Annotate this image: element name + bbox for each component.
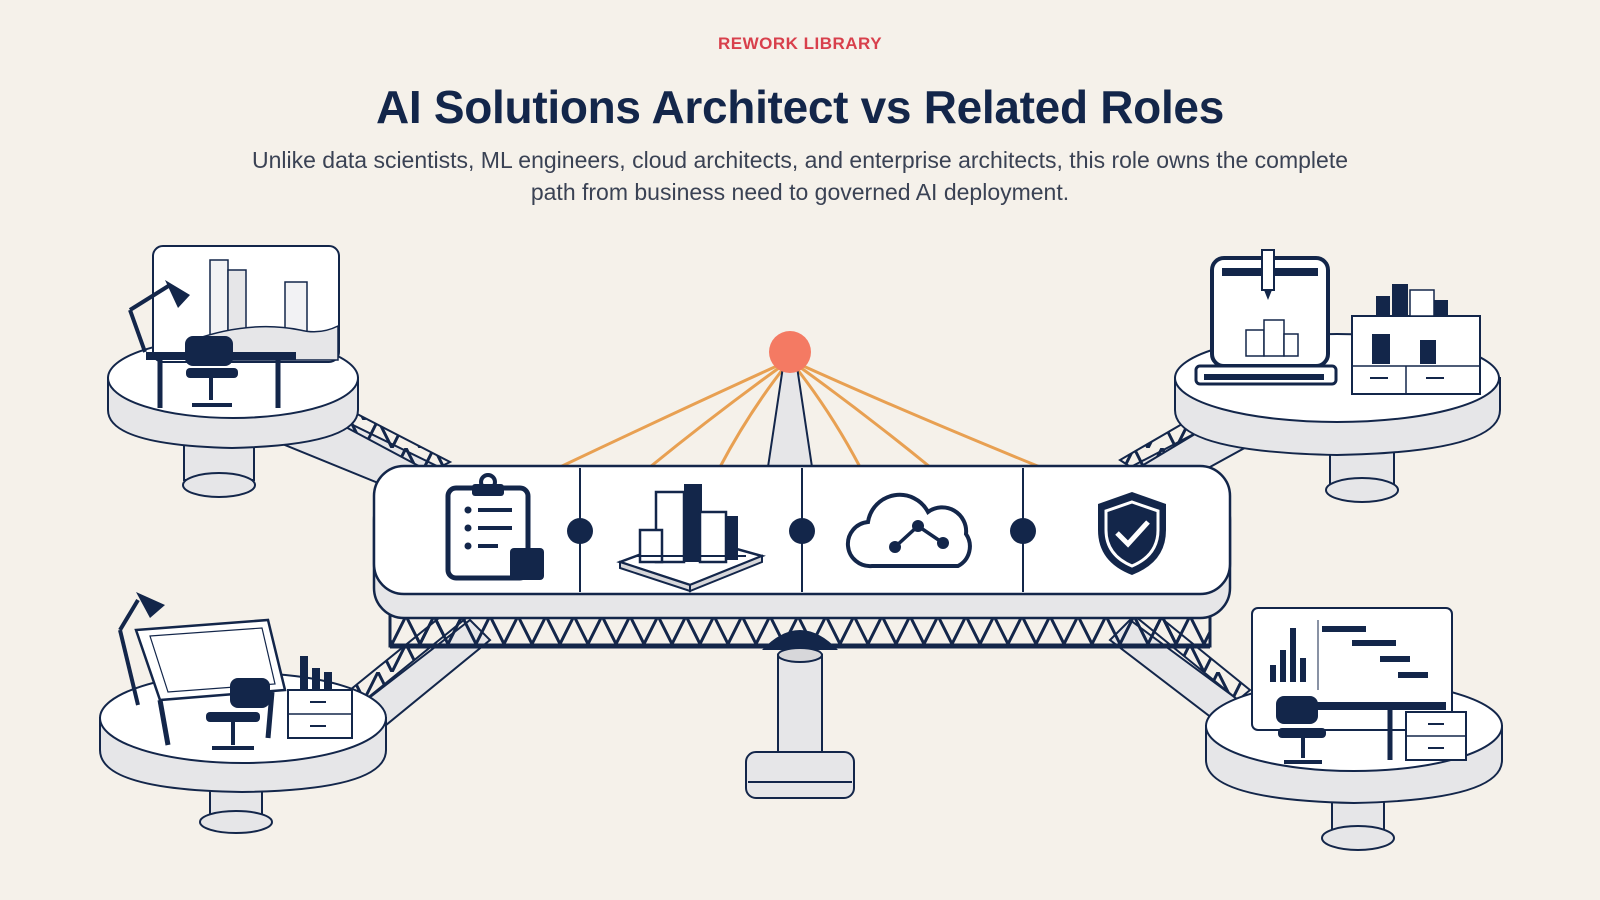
cloud-network-icon xyxy=(845,492,972,569)
shield-check-icon xyxy=(1098,492,1166,575)
city-blueprint-model-icon xyxy=(616,484,766,593)
platform-top-left xyxy=(107,245,359,498)
platform-bottom-left xyxy=(99,592,387,834)
center-support-column xyxy=(745,630,855,799)
office-chair-icon xyxy=(185,336,233,366)
platform-top-right xyxy=(1174,249,1501,503)
beacon-icon xyxy=(769,331,811,373)
center-pylon xyxy=(766,331,814,468)
eyebrow-label: REWORK LIBRARY xyxy=(717,34,883,53)
hub-deck xyxy=(372,464,1232,620)
suspension-cables xyxy=(559,358,1041,469)
page-title: AI Solutions Architect vs Related Roles xyxy=(375,81,1224,133)
connector-node xyxy=(567,518,593,544)
lamp-icon xyxy=(118,629,140,706)
platform-bottom-right xyxy=(1205,607,1503,851)
office-chair-icon xyxy=(1276,696,1318,724)
page-subtitle: Unlike data scientists, ML engineers, cl… xyxy=(251,147,1348,205)
connector-node xyxy=(1010,518,1036,544)
model-cabinet-icon xyxy=(1351,315,1481,395)
clipboard-checklist-icon xyxy=(445,473,544,581)
office-chair-icon xyxy=(230,678,270,708)
connector-node xyxy=(789,518,815,544)
lamp-icon xyxy=(128,309,147,353)
